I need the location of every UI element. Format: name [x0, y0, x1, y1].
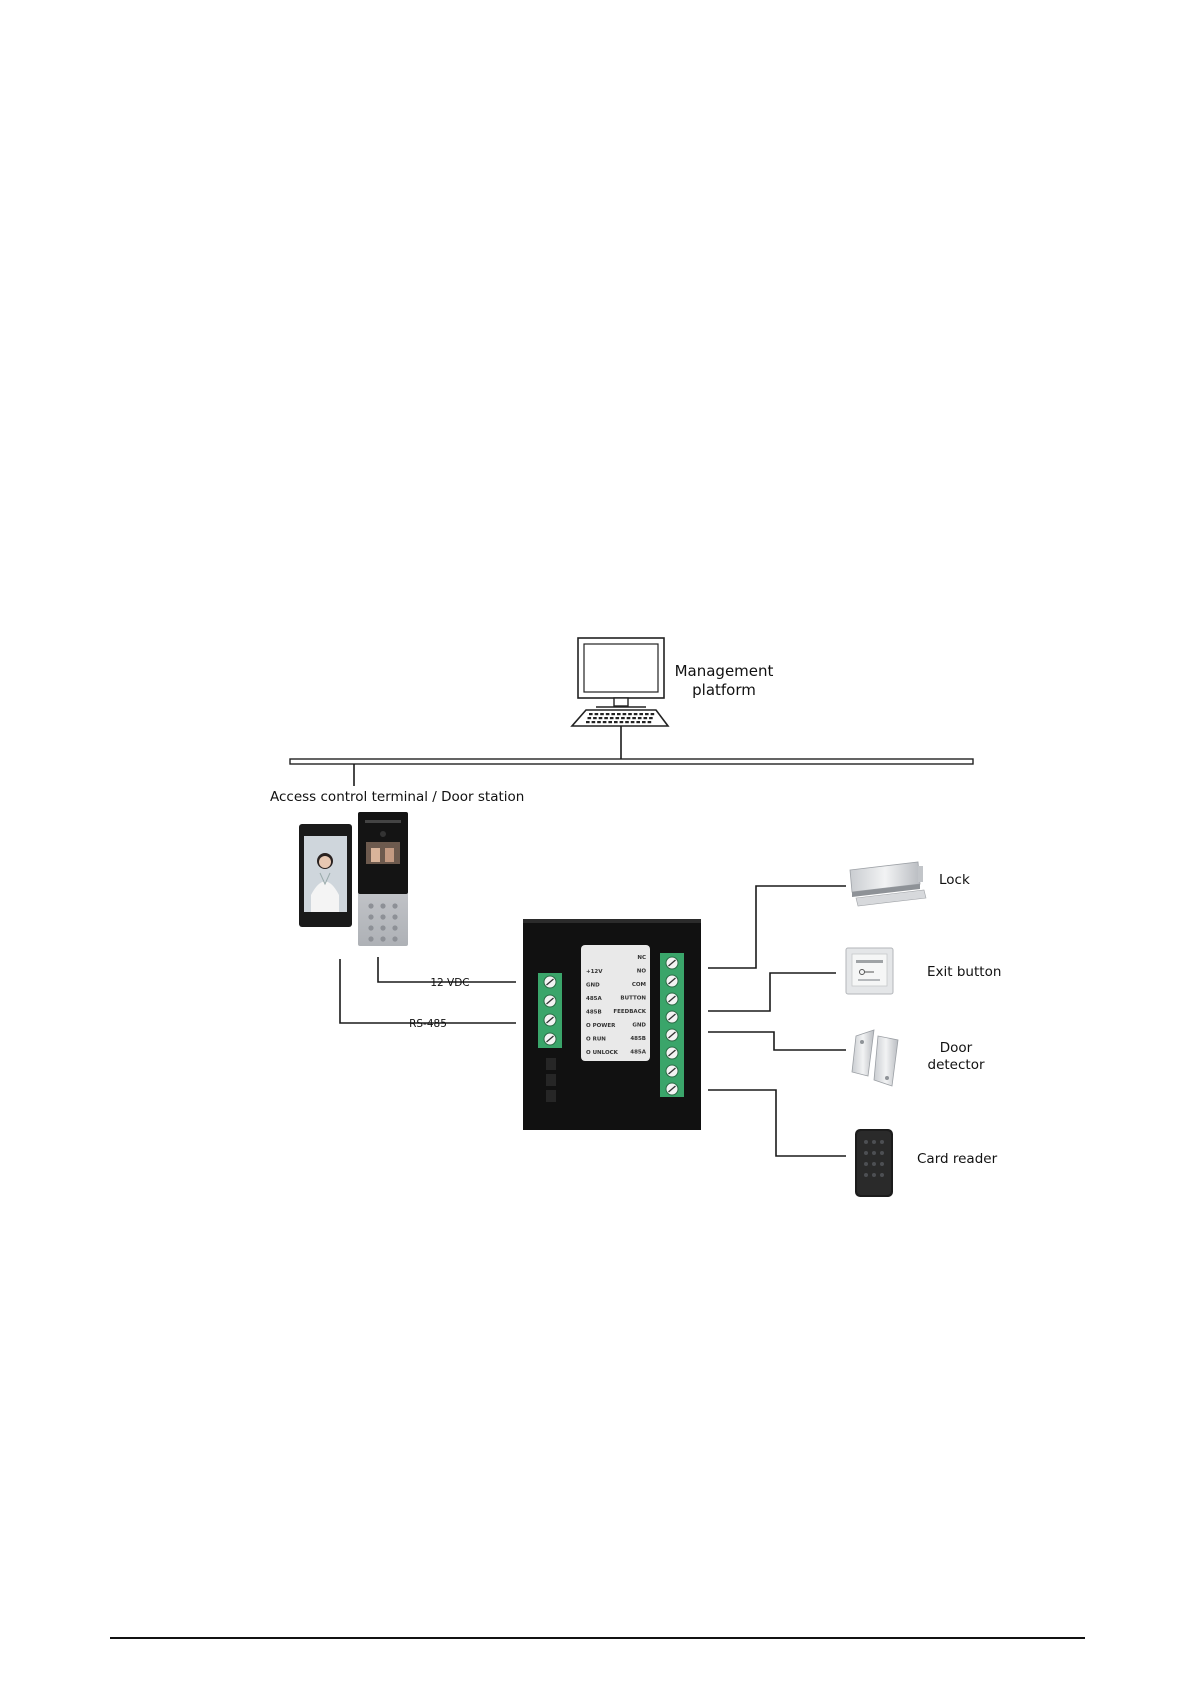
magnetic-lock-image — [850, 862, 926, 906]
door-station-image — [358, 812, 408, 946]
module-right-label: 485B — [630, 1036, 646, 1042]
exit-button-image — [846, 948, 893, 994]
terminal-label: Access control terminal / Door station — [270, 789, 524, 805]
door-detector-label-line2: detector — [928, 1057, 985, 1073]
module-left-label: O UNLOCK — [586, 1050, 619, 1056]
module-left-label: 485B — [586, 1010, 602, 1016]
footer-rule — [110, 1637, 1085, 1639]
network-bus — [290, 726, 973, 786]
card-reader-wire — [708, 1090, 846, 1156]
module-right-label: NO — [637, 969, 647, 975]
lock-wire — [708, 886, 846, 968]
power-label: 12 VDC — [430, 977, 469, 989]
lock-label: Lock — [939, 872, 970, 888]
door-detector-label-line1: Door — [940, 1040, 973, 1056]
computer-icon — [572, 638, 668, 726]
exit-button-label: Exit button — [927, 964, 1001, 980]
door-detector-wire — [708, 1032, 846, 1050]
rs485-label: RS-485 — [409, 1018, 447, 1030]
module-right-label: NC — [637, 955, 646, 961]
module-right-label: 485A — [630, 1050, 646, 1056]
face-terminal-image — [299, 824, 352, 927]
module-right-label: BUTTON — [620, 996, 646, 1002]
door-detector-image — [852, 1030, 898, 1086]
card-reader-label: Card reader — [917, 1151, 998, 1167]
exit-button-wire — [708, 973, 836, 1011]
module-left-label: GND — [586, 983, 600, 989]
module-left-label: O RUN — [586, 1037, 606, 1043]
rs485-wire — [340, 959, 516, 1023]
module-left-label: +12V — [586, 969, 603, 975]
module-right-label: GND — [632, 1023, 646, 1029]
management-label-line2: platform — [692, 681, 756, 699]
card-reader-image — [855, 1129, 893, 1197]
module-left-label: O POWER — [586, 1023, 616, 1029]
module-right-label: COM — [632, 982, 646, 988]
module-left-label: 485A — [586, 996, 602, 1002]
management-label-line1: Management — [675, 662, 774, 680]
access-controller-module: +12V GND 485A 485B O POWER O RUN O UNLOCK NC NO C… — [523, 919, 701, 1130]
module-right-label: FEEDBACK — [613, 1009, 646, 1015]
